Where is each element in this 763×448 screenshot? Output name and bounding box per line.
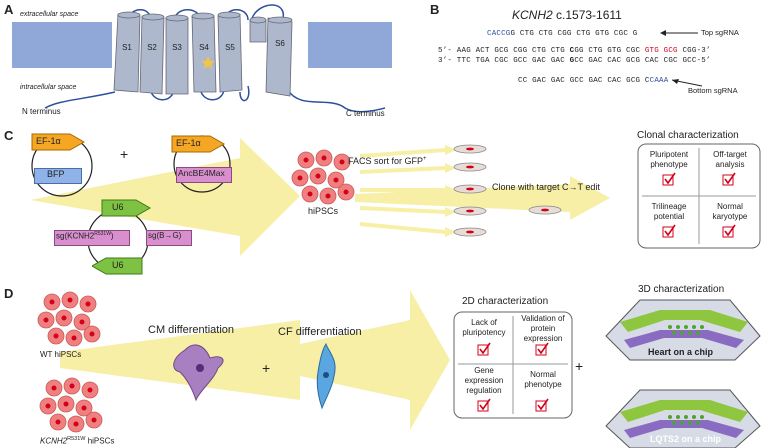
segment-label: S1 xyxy=(122,43,132,52)
clonal-cell-trilineage: Trilineage potential xyxy=(651,202,687,221)
clonal-cell-off-target: Off-target analysis xyxy=(713,150,747,169)
plus-sign-c: + xyxy=(120,146,129,162)
panel-b-letter: B xyxy=(430,2,440,17)
bfp-cassette: BFP xyxy=(47,169,65,179)
check-icon xyxy=(662,172,676,186)
2d-cell-phenotype: Normal phenotype xyxy=(524,370,562,389)
sg-b-cassette: sg(B→G) xyxy=(148,231,182,240)
heart-chip-label: Heart on a chip xyxy=(648,347,714,357)
check-icon xyxy=(662,224,676,238)
cm-differentiation-label: CM differentiation xyxy=(148,324,235,336)
2d-characterization-title: 2D characterization xyxy=(462,296,549,307)
ancbe4max-cassette: AncBE4Max xyxy=(178,168,225,178)
c-terminus-tail xyxy=(287,89,386,113)
membrane-left xyxy=(12,22,112,68)
sequence-title: KCNH2 c.1573-1611 xyxy=(512,8,622,22)
panel-c-letter: C xyxy=(4,128,14,143)
check-icon xyxy=(477,398,491,412)
segment-label: S6 xyxy=(275,39,285,48)
n-terminus-label: N terminus xyxy=(22,107,61,116)
check-icon xyxy=(722,224,736,238)
u6-promoter-bottom: U6 xyxy=(112,260,124,270)
segment-label: S3 xyxy=(172,43,182,52)
sense-strand: 5’- AAG ACT GCG CGG CTG CTG CGG CTG GTG … xyxy=(438,47,711,55)
bottom-sgrna-label: Bottom sgRNA xyxy=(688,86,738,95)
lqts2-chip-label: LQTS2 on a chip xyxy=(650,434,722,444)
wt-hipsc-label: WT hiPSCs xyxy=(40,350,82,359)
2d-cell-gene-expression: Gene expression regulation xyxy=(464,366,504,395)
antisense-strand: 3’- TTC TGA CGC GCC GAC GAC GCC GAC CAC … xyxy=(438,57,711,65)
top-sgrna-sequence: CACCGG CTG CTG CGG CTG GTG CGC G xyxy=(487,30,638,38)
bottom-sgrna-sequence: CC GAC GAC GCC GAC CAC GCG CCAAA xyxy=(518,77,669,85)
segment-label: S2 xyxy=(147,43,157,52)
hipsc-label: hiPSCs xyxy=(308,206,339,216)
panel-d-letter: D xyxy=(4,286,14,301)
cf-differentiation-label: CF differentiation xyxy=(278,326,362,338)
2d-cell-protein: Validation of protein expression xyxy=(521,314,565,343)
clone-label: Clone with target C→T edit xyxy=(492,182,600,192)
ef1a-promoter-right: EF-1α xyxy=(176,138,201,148)
sg-kcnh2-cassette: sg(KCNH2R531W) xyxy=(56,231,114,241)
differentiation-workflow-graphics xyxy=(37,290,761,448)
check-icon xyxy=(477,342,491,356)
clonal-characterization-title: Clonal characterization xyxy=(637,130,739,141)
plus-sign-d1: + xyxy=(262,360,271,376)
cardiomyocyte-icon xyxy=(173,344,224,402)
n-terminus-tail xyxy=(44,91,116,109)
membrane-right xyxy=(308,22,392,68)
transfection-arrow xyxy=(30,138,300,256)
plus-sign-d2: + xyxy=(575,358,584,374)
panel-a-letter: A xyxy=(4,2,14,17)
intracellular-label: intracellular space xyxy=(20,84,77,91)
3d-characterization-title: 3D characterization xyxy=(638,284,725,295)
facs-sort-label: FACS sort for GFP+ xyxy=(348,156,427,166)
extracellular-label: extracellular space xyxy=(20,11,79,18)
editing-workflow-graphics xyxy=(30,135,761,271)
mutation-star-icon xyxy=(201,56,215,69)
clonal-cell-pluripotent: Pluripotent phenotype xyxy=(649,150,689,169)
c-terminus-label: C terminus xyxy=(346,109,385,118)
2d-cell-pluripotency: Lack of pluripotency xyxy=(462,318,506,337)
check-icon xyxy=(535,342,549,356)
heart-chip-icon xyxy=(605,299,761,361)
u6-promoter-top: U6 xyxy=(112,202,124,212)
segment-label: S4 xyxy=(199,43,209,52)
mutant-hipsc-label: KCNH2R531W hiPSCs xyxy=(40,436,115,446)
lqts2-chip-icon xyxy=(605,389,761,448)
check-icon xyxy=(722,172,736,186)
clonal-cell-karyotype: Normal karyotype xyxy=(712,202,748,221)
segment-label: S5 xyxy=(225,43,235,52)
check-icon xyxy=(535,398,549,412)
differentiation-arrow xyxy=(60,290,450,430)
top-sgrna-label: Top sgRNA xyxy=(701,28,739,37)
ef1a-promoter-left: EF-1α xyxy=(36,136,61,146)
channel-topology-diagram: S1 S2 S3 S4 S5 S6 xyxy=(12,4,392,113)
